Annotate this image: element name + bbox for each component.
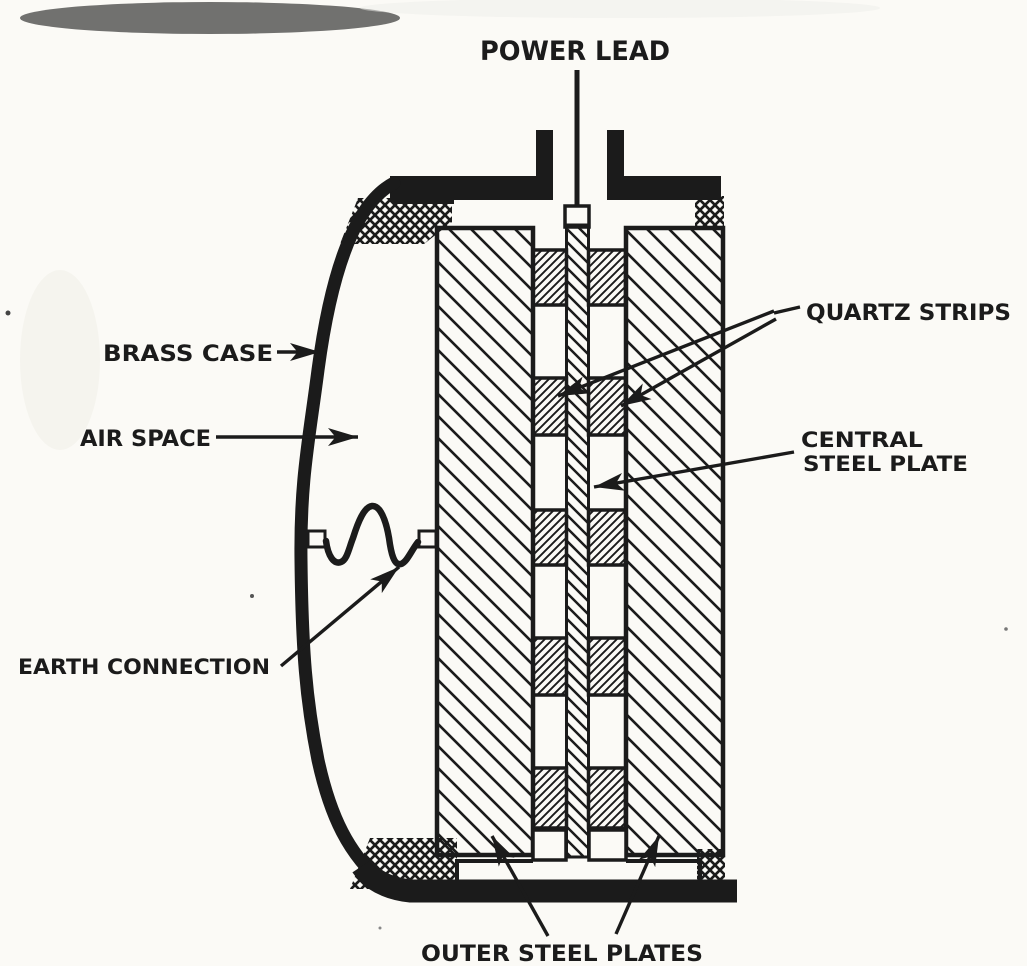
leader-outer-plate-right xyxy=(614,835,661,935)
pedestal-outline xyxy=(455,859,702,882)
leader-lines xyxy=(216,305,801,937)
label-outer-steel-plates: OUTER STEEL PLATES xyxy=(421,942,703,966)
label-air-space: AIR SPACE xyxy=(80,427,211,452)
pedestal-foot-left xyxy=(531,828,568,862)
leader-outer-plate-left xyxy=(490,835,550,937)
paper-speck xyxy=(250,594,254,598)
leader-quartz-stub xyxy=(773,305,801,315)
terminal-post-right xyxy=(607,130,624,179)
pedestal-foot-right xyxy=(587,828,628,862)
paper-speck xyxy=(1004,627,1008,631)
quartz-strip xyxy=(531,248,569,307)
top-cap-lead-slot xyxy=(553,172,607,203)
gasket-top-right xyxy=(695,196,724,227)
quartz-strip xyxy=(586,508,628,567)
quartz-strip xyxy=(531,508,569,567)
brass-case-outline xyxy=(294,176,737,903)
label-power-lead: POWER LEAD xyxy=(480,36,670,67)
label-quartz-strips: QUARTZ STRIPS xyxy=(806,301,1011,326)
central-steel-plate xyxy=(565,223,590,859)
label-central-steel-plate-line1: CENTRAL xyxy=(801,428,923,452)
earth-terminal-case xyxy=(306,529,327,549)
case-side-wall xyxy=(294,176,401,893)
quartz-strip xyxy=(586,248,628,307)
terminal-post-left xyxy=(536,130,553,179)
top-cap-left-step xyxy=(392,176,454,204)
paper-speck xyxy=(378,926,382,930)
label-earth-connection: EARTH CONNECTION xyxy=(18,655,270,679)
leader-quartz-left xyxy=(557,309,775,398)
paper-speck xyxy=(5,310,11,316)
label-central-steel-plate-line2: STEEL PLATE xyxy=(803,452,968,476)
quartz-strip xyxy=(531,636,569,697)
earth-wire xyxy=(322,502,422,568)
earth-connection xyxy=(306,502,438,568)
quartz-strip xyxy=(586,636,628,697)
top-cap xyxy=(390,70,721,229)
leader-central-plate xyxy=(593,450,795,491)
quartz-strip xyxy=(531,376,569,437)
outer-steel-plate-right xyxy=(623,225,726,858)
quartz-strip xyxy=(586,376,628,437)
label-brass-case: BRASS CASE xyxy=(103,342,273,367)
quartz-strip xyxy=(586,766,628,830)
outer-steel-plate-left xyxy=(434,225,536,858)
leader-quartz-right xyxy=(620,317,777,408)
case-bottom-band xyxy=(352,859,737,903)
quartz-strip xyxy=(531,766,569,830)
leader-earth-connection xyxy=(279,565,401,668)
scan-smudges xyxy=(5,0,1008,930)
earth-terminal-plate xyxy=(417,529,438,549)
